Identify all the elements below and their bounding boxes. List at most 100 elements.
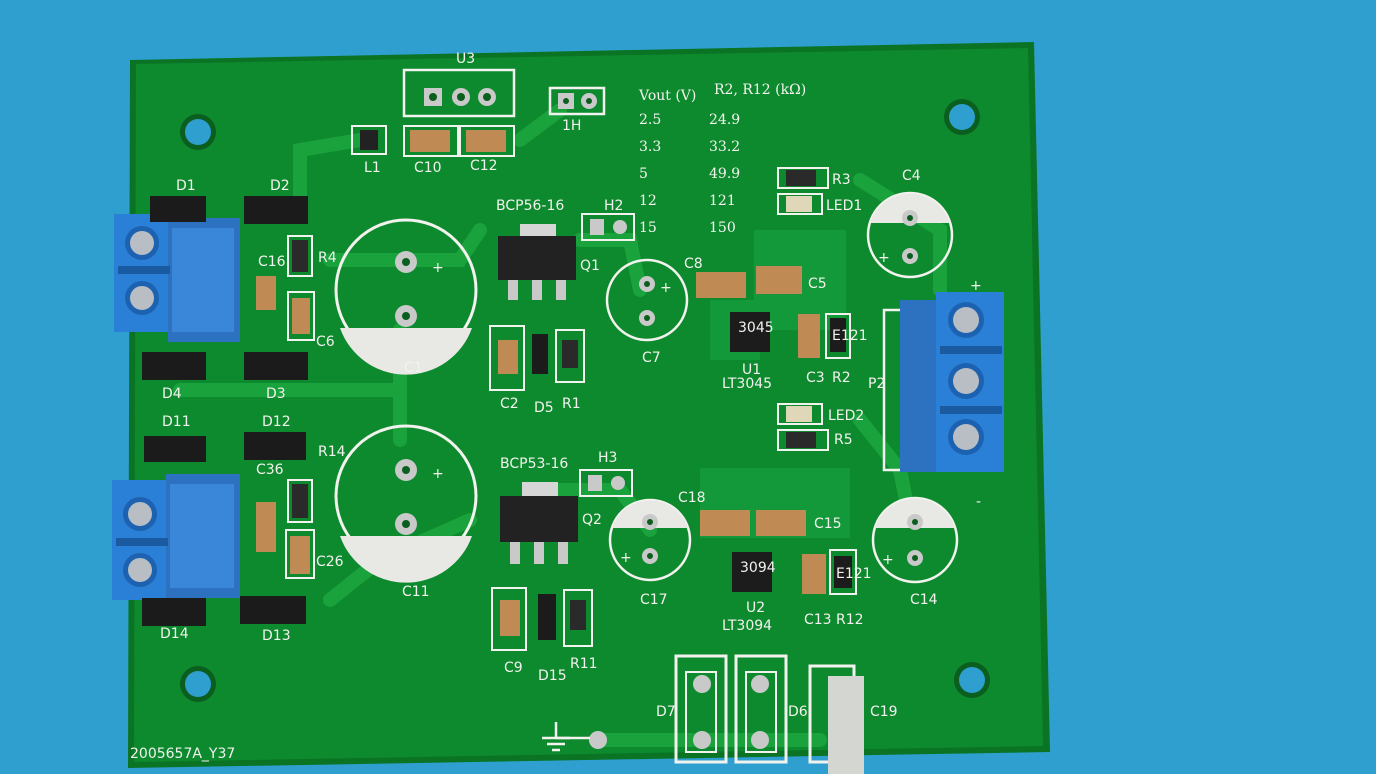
label-c26: C26 bbox=[316, 554, 344, 570]
label-q2: Q2 bbox=[582, 512, 602, 528]
label-c12: C12 bbox=[470, 158, 498, 174]
table-cell-vout: 3.3 bbox=[639, 139, 661, 155]
label-p2: P2 bbox=[868, 376, 885, 392]
label-d14: D14 bbox=[160, 626, 189, 642]
table-cell-r: 33.2 bbox=[709, 139, 740, 155]
label-c7: C7 bbox=[642, 350, 661, 366]
label-lt3094: LT3094 bbox=[722, 618, 772, 634]
table-cell-r: 121 bbox=[709, 193, 736, 209]
capacitor-c14 bbox=[871, 496, 959, 584]
table-cell-r: 24.9 bbox=[709, 112, 740, 128]
label-c13: C13 bbox=[804, 612, 832, 628]
label-bcp56: BCP56-16 bbox=[496, 198, 564, 214]
label-h3: H3 bbox=[598, 450, 617, 466]
label-r2: R2 bbox=[832, 370, 851, 386]
bottom-footprints bbox=[589, 654, 864, 774]
indicator-leds bbox=[777, 167, 829, 451]
u3-footprint bbox=[402, 68, 516, 118]
label-d6: D6 bbox=[788, 704, 808, 720]
label-c36: C36 bbox=[256, 462, 284, 478]
table-cell-vout: 2.5 bbox=[639, 112, 661, 128]
regulator-support-top bbox=[489, 325, 585, 391]
chip-marking-u2: 3094 bbox=[740, 560, 776, 576]
output-terminal-p2 bbox=[882, 292, 1004, 472]
chip-marking-r12: E121 bbox=[836, 566, 872, 582]
input-terminal-bottom bbox=[112, 474, 240, 600]
cap-plus-c11: + bbox=[432, 466, 444, 482]
label-d5: D5 bbox=[534, 400, 554, 416]
label-u3: U3 bbox=[456, 51, 475, 67]
label-r12: R12 bbox=[836, 612, 864, 628]
label-q1: Q1 bbox=[580, 258, 600, 274]
label-bcp53: BCP53-16 bbox=[500, 456, 568, 472]
label-c10: C10 bbox=[414, 160, 442, 176]
top-smd-row bbox=[351, 125, 515, 157]
silkscreen-labels: U3 1H L1 C10 C12 D1 D2 C16 R4 C6 D3 D4 C… bbox=[130, 51, 982, 762]
capacitor-c17 bbox=[608, 498, 692, 582]
label-lt3045: LT3045 bbox=[722, 376, 772, 392]
regulator-u2-area bbox=[700, 510, 857, 595]
label-c15: C15 bbox=[814, 516, 842, 532]
regulator-u1-area bbox=[696, 266, 851, 359]
cap-plus-c17: + bbox=[620, 550, 632, 566]
h2-footprint bbox=[581, 213, 635, 241]
ground-icon bbox=[542, 722, 590, 752]
table-cell-vout: 5 bbox=[639, 166, 648, 182]
label-h1: 1H bbox=[562, 118, 581, 134]
table-cell-vout: 15 bbox=[639, 220, 657, 236]
label-c6: C6 bbox=[316, 334, 335, 350]
label-c8: C8 bbox=[684, 256, 703, 272]
label-r11: R11 bbox=[570, 656, 598, 672]
cap-plus-c7: + bbox=[660, 280, 672, 296]
board-part-number: 2005657A_Y37 bbox=[130, 746, 235, 762]
chip-marking-u1: 3045 bbox=[738, 320, 774, 336]
h3-footprint bbox=[579, 469, 633, 497]
table-cell-r: 49.9 bbox=[709, 166, 740, 182]
table-cell-vout: 12 bbox=[639, 193, 657, 209]
label-c18: C18 bbox=[678, 490, 706, 506]
label-h2: H2 bbox=[604, 198, 623, 214]
label-l1: L1 bbox=[364, 160, 381, 176]
label-d15: D15 bbox=[538, 668, 567, 684]
transistor-q2 bbox=[500, 482, 578, 564]
capacitor-c4 bbox=[866, 191, 954, 279]
label-d3: D3 bbox=[266, 386, 286, 402]
cap-plus-c14: + bbox=[882, 552, 894, 568]
label-minus-terminal: - bbox=[976, 494, 981, 510]
label-plus-terminal: + bbox=[970, 278, 982, 294]
label-c19: C19 bbox=[870, 704, 898, 720]
label-r1: R1 bbox=[562, 396, 581, 412]
label-c3: C3 bbox=[806, 370, 825, 386]
label-d7: D7 bbox=[656, 704, 676, 720]
input-terminal-top bbox=[114, 214, 240, 342]
table-header-vout: Vout (V) bbox=[638, 88, 696, 104]
h1-footprint bbox=[548, 86, 606, 116]
label-u1: U1 bbox=[742, 362, 761, 378]
regulator-support-bottom bbox=[491, 587, 593, 651]
table-header-r: R2, R12 (kΩ) bbox=[714, 82, 806, 98]
label-c4: C4 bbox=[902, 168, 921, 184]
input-smd-components bbox=[256, 235, 315, 579]
label-c1: C1 bbox=[404, 360, 423, 376]
rectifier-diodes bbox=[142, 196, 308, 626]
capacitor-c11 bbox=[334, 424, 478, 583]
label-c17: C17 bbox=[640, 592, 668, 608]
label-c16: C16 bbox=[258, 254, 286, 270]
label-d11: D11 bbox=[162, 414, 191, 430]
label-d1: D1 bbox=[176, 178, 196, 194]
label-d4: D4 bbox=[162, 386, 182, 402]
label-led2: LED2 bbox=[828, 408, 864, 424]
label-c5: C5 bbox=[808, 276, 827, 292]
label-u2: U2 bbox=[746, 600, 765, 616]
label-c9: C9 bbox=[504, 660, 523, 676]
cap-plus-c1: + bbox=[432, 260, 444, 276]
label-c2: C2 bbox=[500, 396, 519, 412]
label-r3: R3 bbox=[832, 172, 851, 188]
cap-plus-c4: + bbox=[878, 250, 890, 266]
label-r5: R5 bbox=[834, 432, 853, 448]
label-d13: D13 bbox=[262, 628, 291, 644]
label-d12: D12 bbox=[262, 414, 291, 430]
label-r4: R4 bbox=[318, 250, 337, 266]
vout-table: Vout (V) R2, R12 (kΩ) 2.5 24.9 3.3 33.2 … bbox=[638, 82, 806, 236]
